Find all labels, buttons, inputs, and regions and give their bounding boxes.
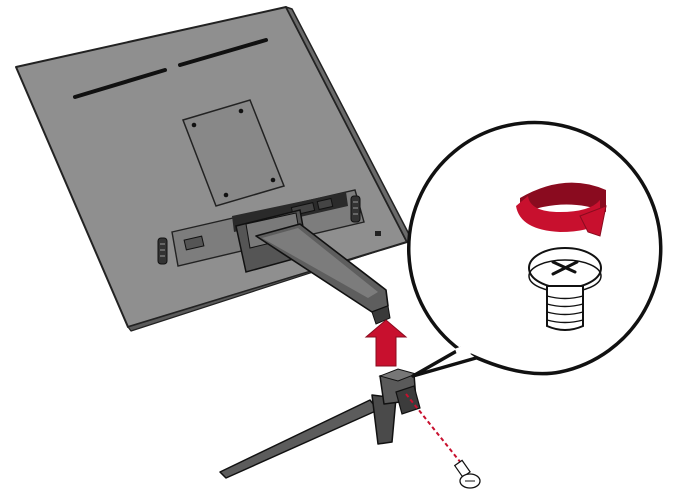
vesa-hole-3: [271, 178, 276, 183]
kensington-lock: [375, 231, 381, 236]
callout-bubble: [409, 123, 661, 376]
small-thumbscrew: [455, 460, 480, 488]
vesa-hole-4: [224, 193, 229, 198]
stand-base-leg-left: [220, 400, 378, 478]
speaker-grille-left: [158, 238, 167, 264]
stand-base-leg-back: [396, 386, 420, 414]
vesa-hole-2: [239, 109, 244, 114]
stand-base: [220, 369, 420, 478]
screw-shank: [547, 286, 583, 330]
vesa-hole-1: [192, 123, 197, 128]
speaker-grille-right: [351, 196, 360, 222]
arrow-up-icon: [366, 320, 406, 366]
callout-outline: [409, 123, 661, 374]
